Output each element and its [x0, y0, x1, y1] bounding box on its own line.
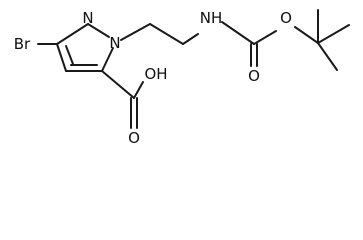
bond-n1-c5 [101, 47, 114, 72]
bond-o-cq [294, 26, 319, 44]
atom-label-n1: N [109, 34, 120, 52]
bond-ch2-nh [182, 33, 199, 45]
atom-label-oh: OH [144, 65, 167, 83]
bond-n2-n1 [87, 23, 110, 38]
bond-c3-n2 [56, 23, 89, 45]
bond-c5-ccooh [101, 70, 135, 99]
atom-label-o-ester: O [280, 9, 292, 27]
atom-labels: Br N N NH O O OH O [14, 9, 292, 146]
bond-cq-me-down [317, 42, 338, 71]
atom-label-o-carbamate-carbonyl: O [248, 67, 260, 85]
atom-label-n2: N [82, 9, 93, 27]
bond-c-oh [133, 81, 144, 99]
atom-label-nh: NH [200, 9, 223, 27]
atom-label-br: Br [14, 35, 31, 53]
bond-c-o-ester [253, 30, 277, 45]
bond-ch2-ch2 [149, 23, 184, 45]
bond-n1-ch2 [120, 23, 151, 41]
bond-nh-c [221, 21, 255, 45]
structural-formula: Br N N NH O O OH O [14, 9, 350, 146]
bond-cq-me-right [317, 24, 350, 44]
bond-c4-c3 [56, 43, 67, 72]
atom-label-o-acid-carbonyl: O [128, 129, 140, 146]
bonds [37, 9, 350, 129]
bond-c4-c3-inner [65, 45, 74, 65]
